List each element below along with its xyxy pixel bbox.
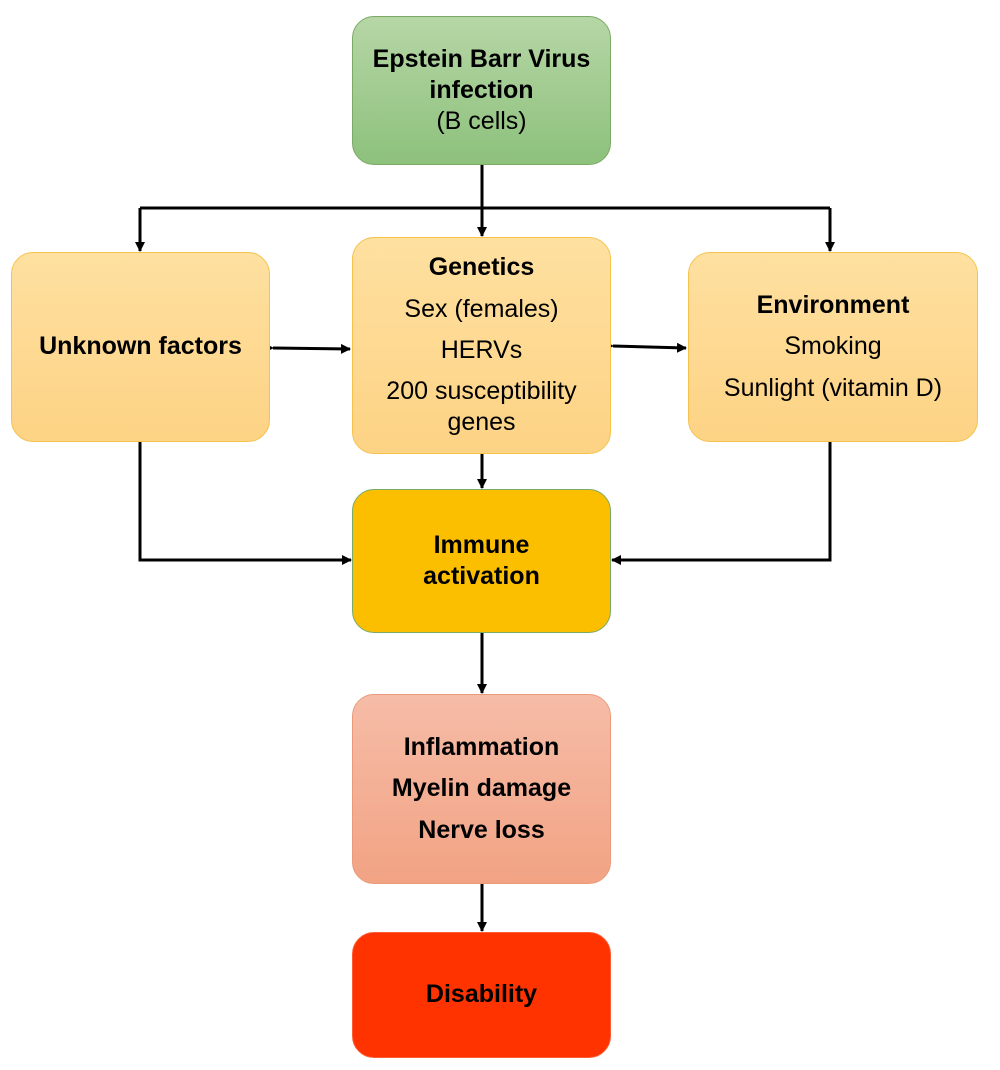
- genetics-item-sex: Sex (females): [404, 294, 559, 323]
- immune-line1: Immune: [433, 530, 530, 559]
- genetics-item-genes-line2: genes: [447, 408, 516, 437]
- immune-line2: activation: [423, 562, 540, 590]
- environment-node: Environment Smoking Sunlight (vitamin D): [688, 252, 978, 442]
- environment-item-smoking: Smoking: [784, 332, 882, 361]
- disability-node: Disability: [352, 932, 611, 1058]
- damage-node: Inflammation Myelin damage Nerve loss: [352, 694, 611, 884]
- unknown-factors-node: Unknown factors: [11, 252, 270, 442]
- arrow-unknown-to-immune: [138, 442, 352, 565]
- environment-item-sunlight: Sunlight (vitamin D): [723, 373, 943, 402]
- genetics-node: Genetics Sex (females) HERVs 200 suscept…: [352, 237, 611, 454]
- arrow-unknown-genetics: [263, 342, 351, 354]
- genetics-item-genes-line1: 200 susceptibility: [386, 377, 577, 406]
- ebv-title-line2: infection: [429, 75, 534, 104]
- damage-nerve-loss: Nerve loss: [418, 815, 545, 844]
- ebv-title-line1: Epstein Barr Virus: [372, 44, 591, 73]
- disability-title: Disability: [425, 980, 538, 1009]
- ebv-infection-node: Epstein Barr Virus infection (B cells): [352, 16, 611, 165]
- environment-title: Environment: [756, 291, 910, 320]
- unknown-title: Unknown factors: [39, 332, 242, 361]
- genetics-item-hervs: HERVs: [440, 335, 523, 364]
- damage-inflammation: Inflammation: [403, 733, 560, 762]
- damage-myelin: Myelin damage: [391, 774, 572, 803]
- arrow-environment-to-immune: [611, 442, 832, 565]
- genetics-title: Genetics: [428, 253, 535, 282]
- ebv-subtitle: (B cells): [436, 107, 527, 136]
- immune-activation-node: Immune activation: [352, 489, 611, 633]
- arrow-genetics-environment: [603, 340, 687, 353]
